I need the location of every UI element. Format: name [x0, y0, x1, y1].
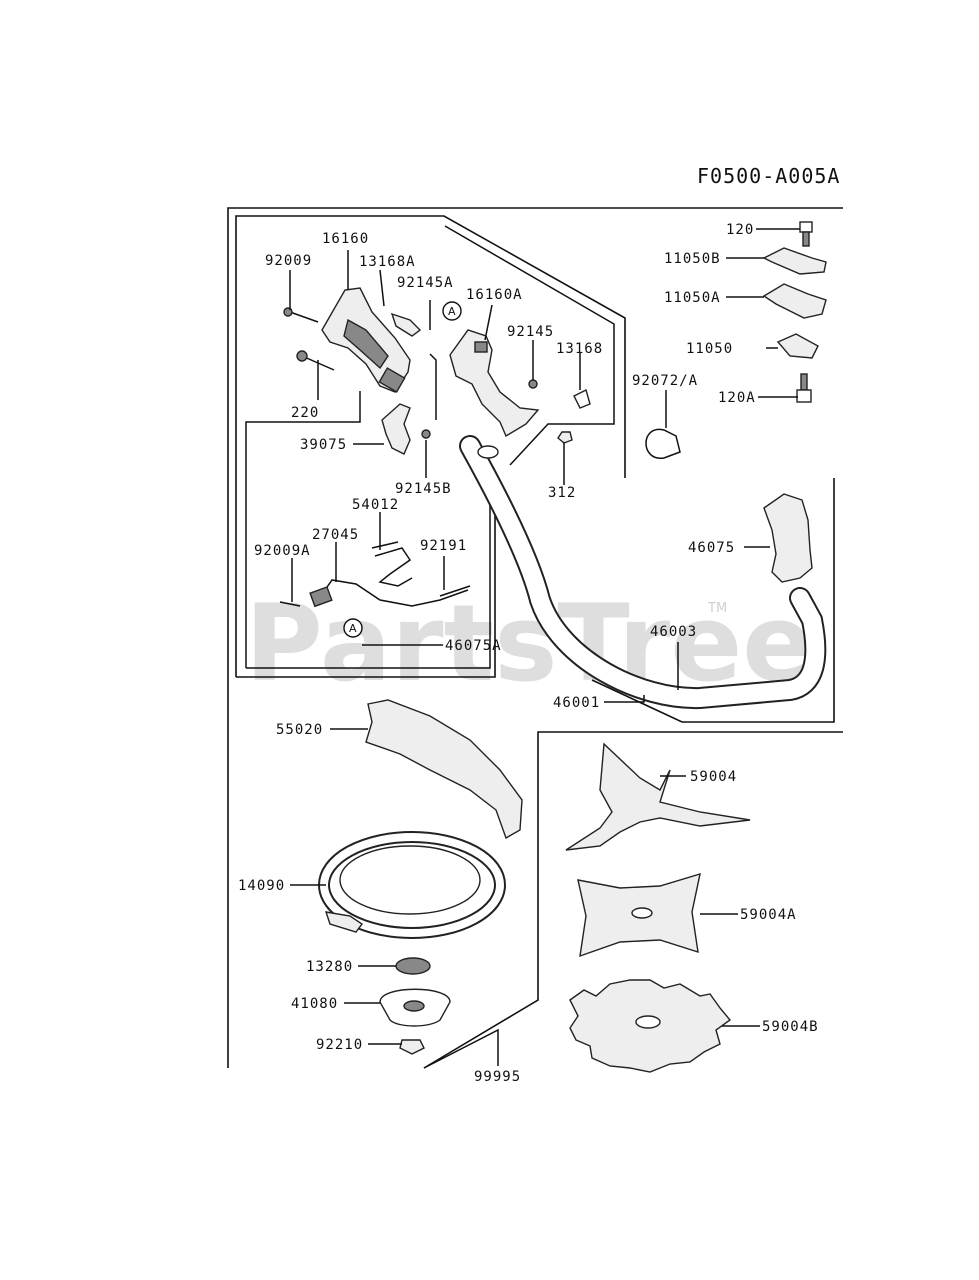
- svg-text:A: A: [349, 622, 357, 635]
- part-label-14090: 14090: [238, 878, 285, 894]
- part-label-41080: 41080: [291, 996, 338, 1012]
- part-label-16160: 16160: [322, 231, 369, 247]
- part-label-11050A: 11050A: [664, 290, 721, 306]
- part-label-46075A: 46075A: [445, 638, 502, 654]
- part-label-92145: 92145: [507, 324, 554, 340]
- bolt-220: [296, 350, 335, 371]
- part-label-27045: 27045: [312, 527, 359, 543]
- part-label-13280: 13280: [306, 959, 353, 975]
- washer-13280: [395, 957, 431, 975]
- part-label-120: 120: [726, 222, 754, 238]
- switch-wire-27045: [309, 579, 471, 608]
- part-label-39075: 39075: [300, 437, 347, 453]
- diagram-code: F0500-A005A: [697, 164, 840, 188]
- part-label-46003: 46003: [650, 624, 697, 640]
- part-label-92210: 92210: [316, 1037, 363, 1053]
- frame-lines: [227, 207, 843, 1069]
- part-label-92145A: 92145A: [397, 275, 454, 291]
- bolt-120: [799, 221, 813, 247]
- ring-14090: [318, 831, 506, 939]
- part-label-55020: 55020: [276, 722, 323, 738]
- part-label-92009A: 92009A: [254, 543, 311, 559]
- guard-55020: [365, 699, 523, 840]
- part-label-99995: 99995: [474, 1069, 521, 1085]
- cover-41080: [379, 988, 451, 1027]
- callout-a-1: A: [442, 301, 462, 321]
- pin-92145B: [421, 429, 431, 439]
- part-label-92072A: 92072/A: [632, 373, 698, 389]
- nut-92210: [399, 1039, 425, 1055]
- clip-92072A: [645, 428, 681, 459]
- part-label-46075: 46075: [688, 540, 735, 556]
- trigger-39075: [381, 403, 411, 455]
- part-label-92191: 92191: [420, 538, 467, 554]
- part-label-46001: 46001: [553, 695, 600, 711]
- cable-54012: [371, 541, 413, 587]
- part-label-59004: 59004: [690, 769, 737, 785]
- part-label-59004B: 59004B: [762, 1019, 819, 1035]
- part-label-13168A: 13168A: [359, 254, 416, 270]
- part-label-16160A: 16160A: [466, 287, 523, 303]
- part-label-54012: 54012: [352, 497, 399, 513]
- part-label-11050: 11050: [686, 341, 733, 357]
- part-label-312: 312: [548, 485, 576, 501]
- clamp-11050A: [762, 283, 827, 319]
- svg-text:A: A: [448, 305, 456, 318]
- part-label-11050B: 11050B: [664, 251, 721, 267]
- part-label-92009: 92009: [265, 253, 312, 269]
- part-label-13168: 13168: [556, 341, 603, 357]
- nut-92145: [528, 379, 538, 389]
- part-label-59004A: 59004A: [740, 907, 797, 923]
- part-label-220: 220: [291, 405, 319, 421]
- blade-59004: [565, 742, 751, 851]
- nut-312: [557, 431, 573, 444]
- clamp-11050: [776, 333, 819, 359]
- grip-46075: [763, 493, 813, 583]
- clamp-11050B: [762, 247, 827, 275]
- part-label-92145B: 92145B: [395, 481, 452, 497]
- spring-13168A: [390, 312, 422, 337]
- knob-13168: [573, 388, 591, 409]
- callout-a-2: A: [343, 618, 363, 638]
- watermark-tm: TM: [707, 601, 727, 616]
- part-labels: 16160 92009 13168A 92145A 16160A 92145 1…: [238, 222, 819, 1085]
- bolt-120A: [796, 373, 812, 403]
- handlebar-46001: [459, 435, 827, 710]
- throttle-handle-16160A: [449, 329, 540, 438]
- screw-92009: [283, 307, 319, 323]
- part-label-120A: 120A: [718, 390, 756, 406]
- leader-lines: [289, 228, 800, 1069]
- throttle-housing-16160: [321, 287, 411, 393]
- screw-92009A: [279, 601, 301, 607]
